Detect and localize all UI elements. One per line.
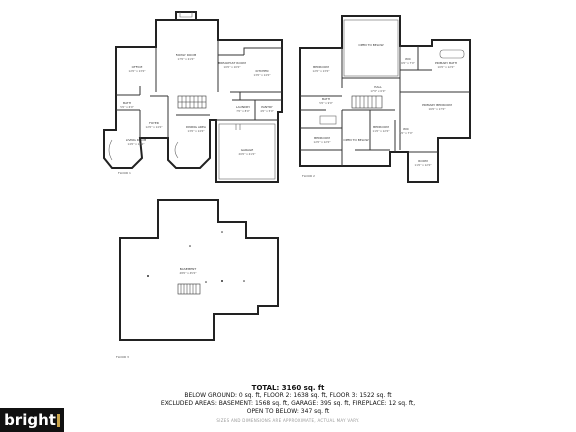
- room-garage: GARAGE: [241, 148, 254, 152]
- brand-name: bright: [4, 411, 56, 429]
- basement-plan: BASEMENT 48'0" x 45'0" FLOOR 3: [116, 199, 279, 359]
- room-office: OFFICE: [132, 65, 143, 69]
- room-basement: BASEMENT: [180, 267, 197, 271]
- total-area: TOTAL: 3160 sq. ft: [251, 384, 325, 392]
- brand-accent-bar: [56, 413, 60, 427]
- room-hall: HALL: [374, 85, 382, 89]
- room-bedroom-a: BEDROOM: [313, 65, 329, 69]
- svg-text:10'0" x 10'0": 10'0" x 10'0": [224, 65, 241, 69]
- svg-text:6'0" x 7'0": 6'0" x 7'0": [401, 61, 415, 65]
- fireplace: [175, 11, 197, 20]
- room-living: LIVING ROOM: [126, 138, 147, 142]
- room-bedroom-b: BEDROOM: [373, 125, 389, 129]
- floor-1-plan: OFFICE 12'0" x 13'0" FAMILY ROOM 17'0" x…: [103, 11, 283, 183]
- svg-text:48'0" x 45'0": 48'0" x 45'0": [180, 271, 197, 275]
- svg-text:17'0" x 6'0": 17'0" x 6'0": [370, 89, 385, 93]
- svg-text:11'0" x 12'0": 11'0" x 12'0": [415, 163, 432, 167]
- svg-text:5'0" x 6'0": 5'0" x 6'0": [120, 105, 134, 109]
- bright-logo: bright: [0, 408, 64, 432]
- floor-1-interior-walls: [116, 40, 282, 138]
- area-breakdown-line-1: BELOW GROUND: 0 sq. ft, FLOOR 2: 1638 sq…: [184, 392, 392, 399]
- svg-text:5'0" x 9'0": 5'0" x 9'0": [319, 101, 333, 105]
- room-bath: BATH: [123, 101, 131, 105]
- floor-1-label: FLOOR 1: [118, 171, 131, 175]
- room-wic: WIC: [405, 57, 411, 61]
- svg-text:12'0" x 13'0": 12'0" x 13'0": [129, 69, 146, 73]
- svg-text:10'0" x 12'0": 10'0" x 12'0": [438, 65, 455, 69]
- basement-stairs: [177, 283, 201, 295]
- room-primary-bedroom: PRIMARY BEDROOM: [422, 103, 452, 107]
- room-open-below-top: OPEN TO BELOW: [358, 43, 383, 47]
- svg-text:12'0" x 13'0": 12'0" x 13'0": [313, 69, 330, 73]
- floor-2-stairs: [351, 95, 383, 109]
- room-open-below-bottom: OPEN TO BELOW: [343, 138, 368, 142]
- basement-outer-wall: [119, 199, 279, 341]
- disclaimer: SIZES AND DIMENSIONS ARE APPROXIMATE, AC…: [216, 418, 360, 423]
- room-wic-2: WIC: [403, 127, 409, 131]
- svg-text:12'0" x 14'0": 12'0" x 14'0": [146, 125, 163, 129]
- svg-text:12'0" x 12'0": 12'0" x 12'0": [314, 140, 331, 144]
- svg-text:11'0" x 12'0": 11'0" x 12'0": [373, 129, 390, 133]
- svg-text:13'0" x 14'0": 13'0" x 14'0": [254, 73, 271, 77]
- floor-2-label: FLOOR 2: [302, 174, 315, 178]
- floor-3-label: FLOOR 3: [116, 355, 129, 359]
- room-foyer: FOYER: [149, 121, 159, 125]
- floor-1-outer-wall: [103, 19, 283, 183]
- room-primary-bath: PRIMARY BATH: [435, 61, 457, 65]
- svg-text:4'0" x 5'0": 4'0" x 5'0": [260, 109, 274, 113]
- room-room: ROOM: [418, 159, 428, 163]
- room-bath-2: BATH: [322, 97, 330, 101]
- svg-text:20'0" x 21'0": 20'0" x 21'0": [239, 152, 256, 156]
- svg-text:16'0" x 17'0": 16'0" x 17'0": [429, 107, 446, 111]
- room-pantry: PANTRY: [261, 105, 273, 109]
- area-breakdown-line-2: EXCLUDED AREAS: BASEMENT: 1568 sq. ft, G…: [160, 400, 416, 407]
- area-breakdown-line-3: OPEN TO BELOW: 347 sq. ft: [246, 408, 330, 415]
- svg-text:6'0" x 7'0": 6'0" x 7'0": [399, 131, 413, 135]
- floor-2-plan: BEDROOM 12'0" x 13'0" OPEN TO BELOW WIC …: [299, 15, 471, 183]
- floor-2-interior-walls: [300, 46, 470, 166]
- svg-text:17'0" x 21'0": 17'0" x 21'0": [178, 57, 195, 61]
- floor-1-stairs: [177, 95, 207, 109]
- room-bedroom-c: BEDROOM: [314, 136, 330, 140]
- room-breakfast: BREAKFAST ROOM: [218, 61, 246, 65]
- room-dining: DINING AREA: [186, 125, 207, 129]
- floor-2-outer-wall: [299, 15, 471, 183]
- svg-text:7'0" x 8'0": 7'0" x 8'0": [236, 109, 250, 113]
- room-family-room: FAMILY ROOM: [176, 53, 197, 57]
- svg-text:13'0" x 14'0": 13'0" x 14'0": [188, 129, 205, 133]
- room-kitchen: KITCHEN: [256, 69, 269, 73]
- svg-text:14'0" x 18'0": 14'0" x 18'0": [128, 142, 145, 146]
- room-laundry: LAUNDRY: [236, 105, 250, 109]
